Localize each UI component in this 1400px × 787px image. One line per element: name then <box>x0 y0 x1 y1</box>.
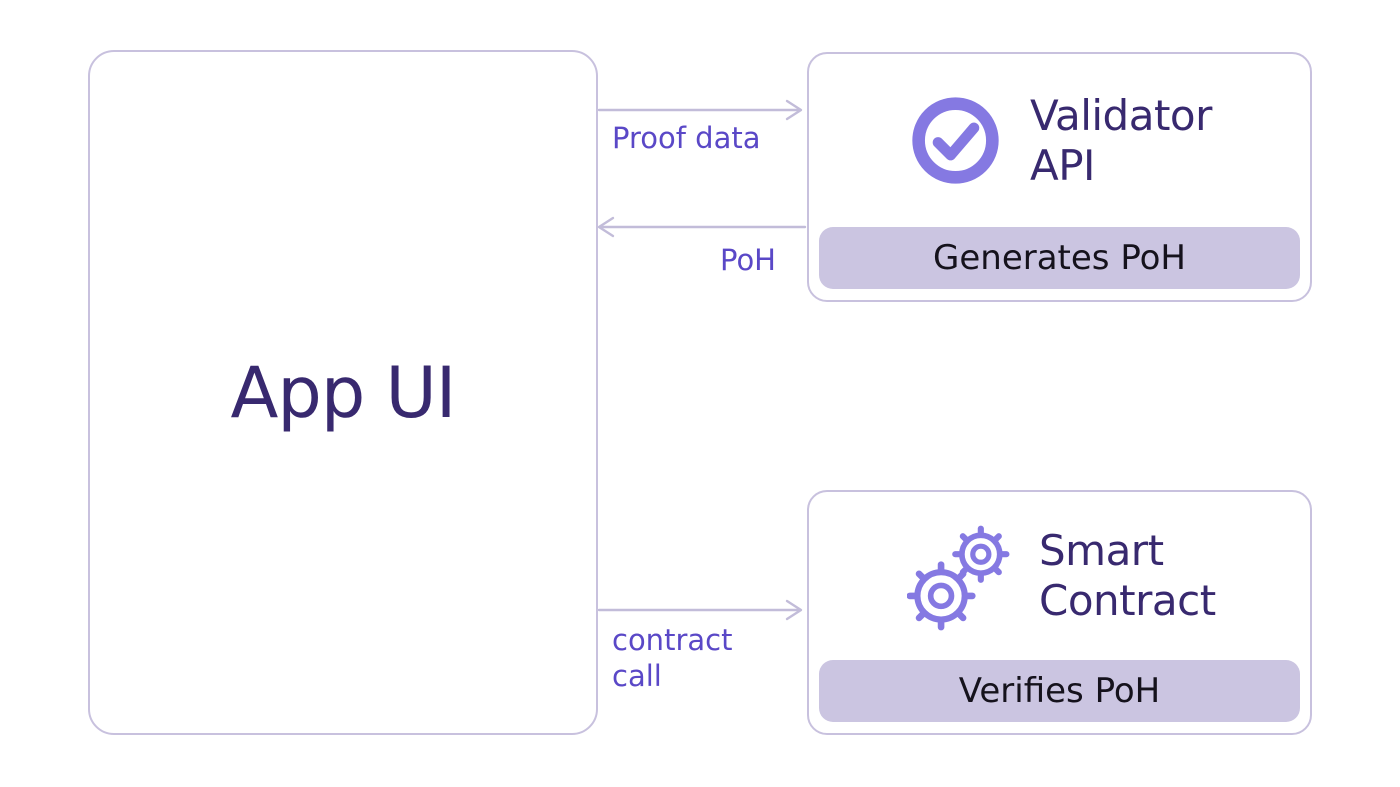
proof-data-label: Proof data <box>612 121 761 155</box>
contract-call-arrow <box>597 599 803 621</box>
validator-api-box: Validator API Generates PoH <box>807 52 1312 302</box>
poh-arrow <box>597 216 807 238</box>
smart-contract-box: Smart Contract Verifies PoH <box>807 490 1312 735</box>
validator-api-content: Validator API <box>809 54 1310 227</box>
contract-call-label: contract call <box>612 623 733 693</box>
app-ui-box: App UI <box>88 50 598 735</box>
smart-contract-title: Smart Contract <box>1039 526 1216 625</box>
gears-icon <box>907 525 1010 631</box>
smart-contract-content: Smart Contract <box>809 492 1310 660</box>
validator-api-title: Validator API <box>1030 90 1212 190</box>
proof-data-arrow <box>597 99 803 121</box>
check-circle-icon <box>912 97 999 184</box>
validator-api-band: Generates PoH <box>819 227 1300 289</box>
poh-label: PoH <box>719 243 776 277</box>
smart-contract-band: Verifies PoH <box>819 660 1300 722</box>
app-ui-title: App UI <box>230 351 457 434</box>
